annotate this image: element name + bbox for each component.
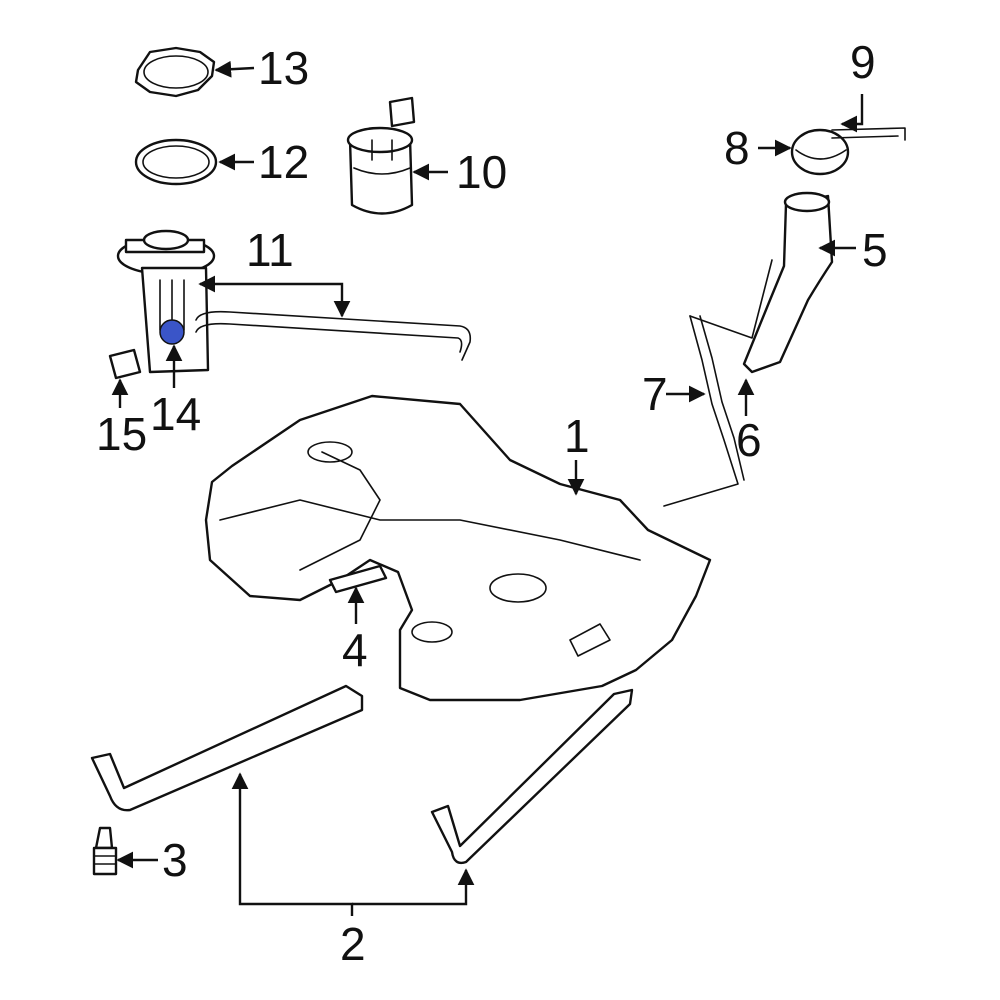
callout-12: 12 bbox=[258, 136, 309, 188]
heat-shield[interactable] bbox=[328, 564, 388, 594]
callout-1: 1 bbox=[564, 410, 590, 462]
vent-hose[interactable] bbox=[663, 259, 773, 507]
seal-ring[interactable] bbox=[134, 138, 218, 186]
leader-lines bbox=[111, 60, 864, 916]
cap-tether[interactable] bbox=[831, 127, 906, 141]
callout-5: 5 bbox=[862, 224, 888, 276]
bolt[interactable] bbox=[92, 826, 118, 876]
filler-neck[interactable] bbox=[742, 191, 834, 374]
callout-15: 15 bbox=[96, 408, 147, 460]
callout-4: 4 bbox=[342, 624, 368, 676]
callout-3: 3 bbox=[162, 834, 188, 886]
callout-10: 10 bbox=[456, 146, 507, 198]
callout-14: 14 bbox=[150, 388, 201, 440]
callout-11: 11 bbox=[246, 224, 294, 276]
callout-6: 6 bbox=[736, 414, 762, 466]
callout-9: 9 bbox=[850, 36, 876, 88]
callout-8: 8 bbox=[724, 122, 750, 174]
fuel-filter[interactable] bbox=[346, 96, 416, 215]
tank-strap[interactable] bbox=[90, 684, 634, 865]
callout-2: 2 bbox=[340, 918, 366, 970]
fuel-line[interactable] bbox=[195, 310, 472, 361]
callout-13: 13 bbox=[258, 42, 309, 94]
o-ring-highlight[interactable] bbox=[159, 319, 185, 345]
lock-ring[interactable] bbox=[134, 46, 216, 98]
fuel-tank[interactable] bbox=[204, 394, 712, 702]
callout-7: 7 bbox=[642, 368, 668, 420]
fuel-cap[interactable] bbox=[790, 128, 850, 176]
fuel-pump-module[interactable] bbox=[108, 229, 216, 380]
